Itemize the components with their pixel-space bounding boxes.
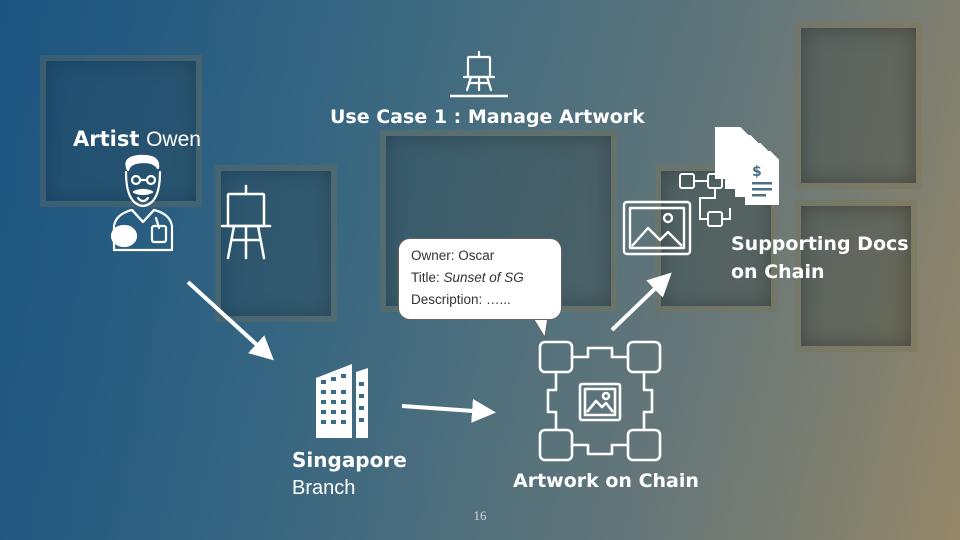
branch-label: Singapore Branch <box>292 446 407 502</box>
page-number: 16 <box>473 508 487 523</box>
slide-title: Use Case 1 : Manage Artwork <box>330 106 645 128</box>
chain-label: Artwork on Chain <box>513 470 699 492</box>
description-text: Description: …... <box>411 292 511 307</box>
artist-role: Artist <box>73 127 140 151</box>
title-line: Title: Sunset of SG <box>411 270 524 285</box>
owner-text: Owner: Oscar <box>411 248 495 263</box>
docs-line1: Supporting Docs <box>731 233 909 255</box>
easel-icon <box>446 50 512 98</box>
artist-icon <box>108 152 178 252</box>
arrow-branch-to-chain <box>402 398 496 423</box>
docs-label: Supporting Docs on Chain <box>731 230 909 286</box>
arrow-chain-to-docs <box>612 272 672 330</box>
metadata-bubble: Owner: Oscar Title: Sunset of SG Descrip… <box>398 238 562 320</box>
svg-text:$: $ <box>752 164 762 180</box>
title-label: Title: <box>411 270 444 285</box>
documents-icon: $ <box>712 126 782 206</box>
blockchain-artwork-icon <box>538 340 662 464</box>
title-value: Sunset of SG <box>443 270 524 285</box>
branch-line2: Branch <box>292 477 356 499</box>
building-icon <box>316 364 368 438</box>
artist-name: Owen <box>146 128 201 151</box>
docs-line2: on Chain <box>731 261 825 283</box>
image-icon <box>622 200 692 256</box>
chain-network-icon <box>678 168 738 238</box>
arrow-artist-to-branch <box>188 282 274 361</box>
artist-label: Artist Owen <box>73 127 201 152</box>
easel-icon <box>218 184 274 262</box>
branch-line1: Singapore <box>292 448 407 472</box>
